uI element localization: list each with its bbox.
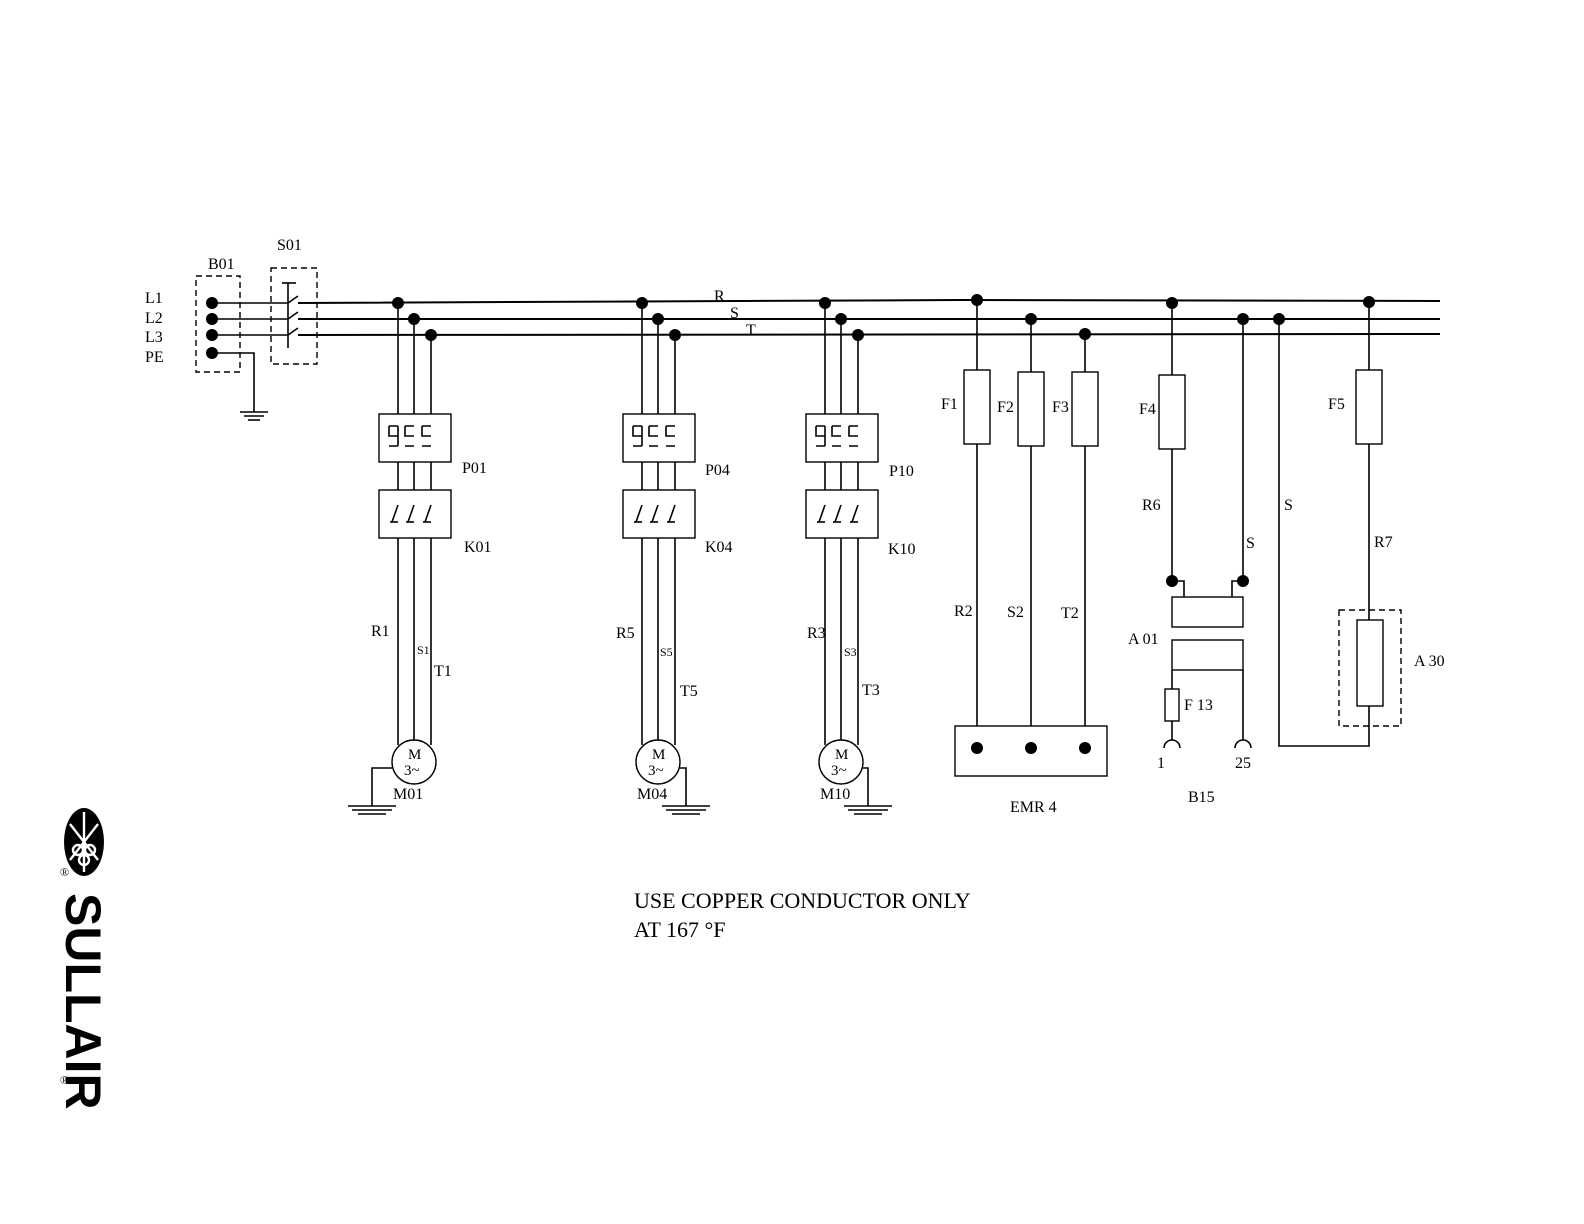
wire-label-t2: T2 (1061, 605, 1079, 622)
fuse-f5 (1356, 370, 1382, 444)
bus-r (298, 300, 1440, 303)
device-a30-label: A 30 (1414, 653, 1445, 670)
protector-box (806, 414, 878, 462)
supply-section: L1 L2 L3 PE B01 S01 (145, 237, 317, 420)
terminal-label-1: 1 (1157, 755, 1165, 772)
wire-label-s: S (1246, 535, 1255, 552)
wire-label-t: T5 (680, 683, 698, 700)
wire-label-r2: R2 (954, 603, 973, 620)
motor-phase: 3~ (404, 763, 420, 779)
emr-branch: F1 F2 F3 R2 S2 T2 EMR 4 (941, 294, 1107, 816)
device-a30-element (1357, 620, 1383, 706)
fuse-f1 (964, 370, 990, 444)
wire-label-t: T1 (434, 663, 452, 680)
bus-label-t: T (746, 322, 756, 339)
wire-label-r7: R7 (1374, 534, 1393, 551)
wire-label-s: S (1284, 497, 1293, 514)
ground-icon (348, 806, 396, 814)
protector-label: P04 (705, 462, 730, 479)
logo-registered-top: ® (60, 865, 69, 879)
motor-phase: 3~ (831, 763, 847, 779)
motor-ground-wire (372, 768, 392, 806)
ground-icon (662, 806, 710, 814)
fuse-label-f5: F5 (1328, 396, 1345, 413)
line-label-l1: L1 (145, 290, 163, 307)
terminal-block-b01 (196, 276, 240, 372)
note-line-2: AT 167 °F (634, 917, 726, 942)
motor-ground-wire (680, 768, 686, 806)
wire-label-s: S1 (417, 643, 430, 657)
terminal-25-icon (1235, 740, 1251, 748)
wire-label-r6: R6 (1142, 497, 1161, 514)
bus-label-r: R (714, 288, 725, 305)
protector-box (379, 414, 451, 462)
transformer-label: A 01 (1128, 631, 1159, 648)
motor-label: M10 (820, 786, 850, 803)
motor-branch-3: P10 K10 R3 S3 T3 M 3~ M10 (806, 297, 916, 814)
fuse-f2 (1018, 372, 1044, 446)
motor-letter: M (835, 747, 848, 763)
emr-device-label: EMR 4 (1010, 799, 1057, 816)
wire-label-s2: S2 (1007, 604, 1024, 621)
fuse-label-f3: F3 (1052, 399, 1069, 416)
protector-label: P10 (889, 463, 914, 480)
note-line-1: USE COPPER CONDUCTOR ONLY (634, 888, 971, 913)
transformer-primary (1172, 597, 1243, 627)
fuse-f4 (1159, 375, 1185, 449)
protector-label: P01 (462, 460, 487, 477)
contactor-box (379, 490, 451, 538)
contactor-label: K10 (888, 541, 916, 558)
control-branch: F4 R6 S A 01 F 13 1 25 B15 (1128, 297, 1255, 806)
fuse-label-f2: F2 (997, 399, 1014, 416)
motor-branch-2: P04 K04 R5 S5 T5 M 3~ M04 (616, 297, 733, 814)
wire-label-r: R5 (616, 625, 635, 642)
wire-label-s: S5 (660, 645, 673, 659)
wire-label-t: T3 (862, 682, 880, 699)
line-label-l3: L3 (145, 329, 163, 346)
logo-registered-bottom: ® (60, 1073, 69, 1087)
motor-ground-wire (863, 768, 868, 806)
motor-letter: M (652, 747, 665, 763)
switch-label: S01 (277, 237, 302, 254)
motor-letter: M (408, 747, 421, 763)
contactor-box (806, 490, 878, 538)
main-bus: R S T (298, 288, 1440, 339)
sullair-logo: SULLAIR ® ® (55, 808, 111, 1110)
fuse-label-f13: F 13 (1184, 697, 1213, 714)
fuse-f3 (1072, 372, 1098, 446)
ground-icon (240, 412, 268, 420)
primary-leads (1172, 581, 1243, 597)
contactor-label: K04 (705, 539, 733, 556)
fuse-label-f4: F4 (1139, 401, 1156, 418)
wire-label-r: R1 (371, 623, 390, 640)
line-label-l2: L2 (145, 310, 163, 327)
terminal-block-label: B01 (208, 256, 235, 273)
ground-icon (844, 806, 892, 814)
fuse-label-f1: F1 (941, 396, 958, 413)
switch-contacts-icon (282, 283, 298, 348)
motor-label: M04 (637, 786, 667, 803)
block-label: B15 (1188, 789, 1215, 806)
contactor-label: K01 (464, 539, 492, 556)
motor-label: M01 (393, 786, 423, 803)
protector-box (623, 414, 695, 462)
wire-label-r: R3 (807, 625, 826, 642)
terminal-label-25: 25 (1235, 755, 1251, 772)
wire-label-s: S3 (844, 645, 857, 659)
bus-t (298, 334, 1440, 335)
heater-loop-wire (1279, 302, 1369, 746)
bus-label-s: S (730, 305, 739, 322)
transformer-secondary (1172, 640, 1243, 670)
line-label-pe: PE (145, 349, 164, 366)
contactor-box (623, 490, 695, 538)
motor-phase: 3~ (648, 763, 664, 779)
motor-branch-1: P01 K01 R1 S1 T1 M 3~ M01 (348, 297, 492, 814)
conductor-note: USE COPPER CONDUCTOR ONLY AT 167 °F (634, 888, 971, 942)
fuse-f13 (1165, 689, 1179, 721)
pe-wire (212, 353, 254, 412)
terminal-1-icon (1164, 740, 1180, 748)
heater-branch: S F5 R7 A 30 (1273, 296, 1445, 746)
